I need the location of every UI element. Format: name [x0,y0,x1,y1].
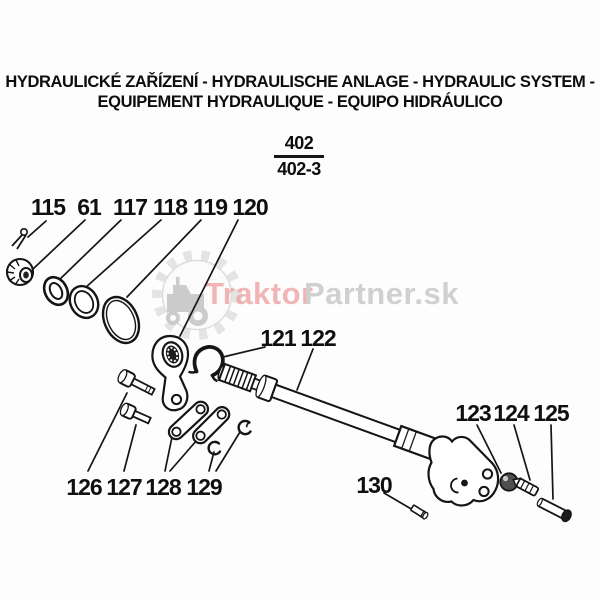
part-label-119: 119 [192,194,228,220]
leader-line-119 [126,219,202,298]
figure-number-top: 402 [273,133,325,158]
watermark-gear-logo [152,250,242,340]
part-label-115: 115 [30,194,66,220]
page-title-line2: EQUIPEMENT HYDRAULIQUE - EQUIPO HIDRÁULI… [97,93,503,111]
detent-plug-124 [512,477,540,497]
shaft-fork-end [427,435,500,507]
o-ring-119 [101,295,141,345]
lift-shaft-122 [217,362,441,461]
sealing-ring-118 [68,284,100,320]
leader-line-127 [123,424,137,472]
pin-130 [410,504,429,520]
watermark-text: Traktor Partner.sk [205,276,459,311]
leader-lines [27,219,554,511]
watermark-brand-secondary: Partner.sk [304,276,459,311]
watermark-brand-primary: Traktor [205,276,314,311]
part-label-124: 124 [493,400,529,426]
leader-line-120 [179,219,239,337]
part-label-120: 120 [232,194,268,220]
leader-line-122 [296,348,314,391]
leader-line-61 [32,219,86,270]
part-label-128: 128 [145,474,181,500]
leader-line-117 [56,219,122,283]
part-label-125: 125 [533,400,569,426]
leader-line-126 [87,392,128,472]
clevis-pin-125 [536,497,572,523]
bolt-127 [119,402,152,425]
part-label-123: 123 [455,400,491,426]
leader-line-129b [215,431,241,472]
part-label-122: 122 [300,325,336,351]
page-title-line1: HYDRAULICKÉ ZAŘÍZENÍ - HYDRAULISCHE ANLA… [5,73,595,91]
washer-117 [42,275,70,307]
lift-lever-120 [151,334,190,412]
part-label-118: 118 [152,194,188,220]
link-plates-128 [167,400,231,445]
leader-line-128b [169,439,198,472]
leader-line-118 [84,219,162,289]
leader-line-123 [476,424,502,474]
part-label-117: 117 [112,194,148,220]
part-label-121: 121 [260,325,296,351]
leader-line-125 [550,424,554,500]
leader-line-124 [513,424,531,481]
cotter-pin-115 [11,228,28,250]
part-label-130: 130 [356,472,392,498]
circlips-129 [207,419,252,456]
leader-line-115 [27,220,47,238]
part-label-126: 126 [66,474,102,500]
part-label-129: 129 [186,474,222,500]
part-label-127: 127 [106,474,142,500]
part-label-61: 61 [77,194,102,220]
figure-number: 402 402-3 [0,133,598,180]
leader-line-128a [164,436,173,472]
leader-line-130 [383,492,414,511]
figure-number-bottom: 402-3 [277,159,321,179]
shaft-body [270,383,404,445]
leader-line-121 [222,346,266,358]
castle-nut-61 [5,257,35,287]
bolt-126 [117,369,156,396]
